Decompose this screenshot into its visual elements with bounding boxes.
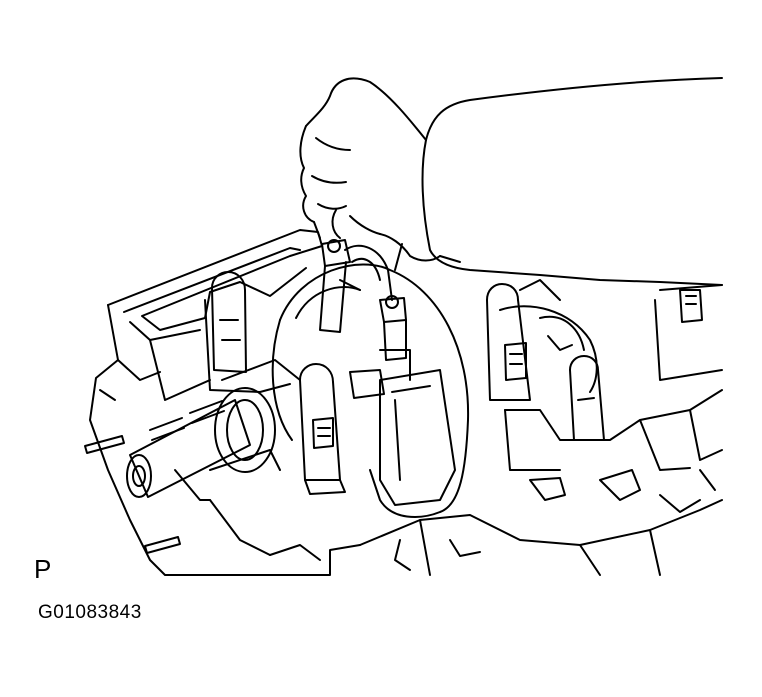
hand-icon (299, 77, 723, 286)
view-letter-label: P (34, 554, 52, 584)
crankshaft-icon (126, 359, 301, 498)
figure-code-label: G01083843 (38, 602, 142, 623)
dowel-pin-icon (84, 435, 181, 554)
bearing-cap-bolt-icon (319, 239, 407, 361)
cylinder-block-icon (89, 229, 723, 576)
bearing-cap-icon (204, 271, 605, 495)
crank-journal-icon (271, 263, 598, 518)
